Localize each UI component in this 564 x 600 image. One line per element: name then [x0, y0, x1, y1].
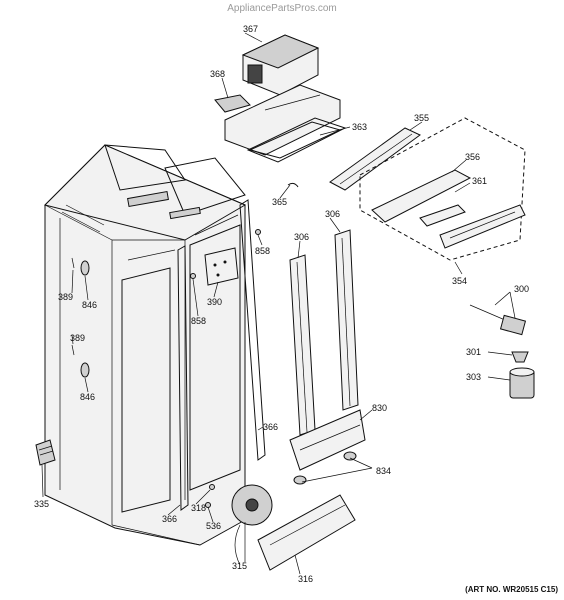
label-858-upper: 858 — [255, 246, 270, 256]
watermark: AppliancePartsPros.com — [227, 3, 337, 14]
part-300-harness — [469, 304, 527, 336]
leader-lines — [41, 32, 516, 575]
part-389-pins — [71, 257, 75, 356]
label-367: 367 — [243, 24, 258, 34]
part-335-grille — [35, 439, 56, 466]
part-368-bracket — [214, 94, 251, 113]
label-368: 368 — [210, 69, 225, 79]
part-306-left-frame — [289, 254, 316, 436]
part-390-plate — [204, 247, 239, 286]
label-363: 363 — [352, 122, 367, 132]
part-858-screws — [190, 229, 261, 279]
label-315: 315 — [232, 561, 247, 571]
label-354: 354 — [452, 276, 467, 286]
label-390: 390 — [207, 297, 222, 307]
part-367-duct — [241, 34, 320, 96]
label-306-right: 306 — [325, 209, 340, 219]
part-366-gasket-lower — [177, 245, 189, 511]
part-366-gasket-upper — [239, 199, 266, 461]
part-306-right-frame — [334, 229, 359, 411]
label-536: 536 — [206, 521, 221, 531]
label-318: 318 — [191, 503, 206, 513]
part-316-fan-cover — [257, 494, 356, 571]
label-335: 335 — [34, 499, 49, 509]
part-365-clip — [287, 182, 299, 188]
part-301-valve — [511, 351, 529, 363]
label-361: 361 — [472, 176, 487, 186]
part-303-motor — [509, 367, 535, 399]
label-356: 356 — [465, 152, 480, 162]
label-389-upper: 389 — [58, 292, 73, 302]
label-834: 834 — [376, 466, 391, 476]
part-846-caps — [80, 260, 90, 378]
label-389-lower: 389 — [70, 333, 85, 343]
label-306-left: 306 — [294, 232, 309, 242]
label-301: 301 — [466, 347, 481, 357]
label-858-lower: 858 — [191, 316, 206, 326]
label-303: 303 — [466, 372, 481, 382]
label-846-lower: 846 — [80, 392, 95, 402]
dispenser-assembly-group-354 — [359, 117, 526, 261]
label-355: 355 — [414, 113, 429, 123]
part-labels: 367 368 363 355 356 361 365 306 306 858 … — [34, 24, 529, 584]
part-830-bracket — [289, 409, 366, 471]
label-316: 316 — [298, 574, 313, 584]
label-366-upper: 366 — [263, 422, 278, 432]
label-366-lower: 366 — [162, 514, 177, 524]
part-363-evaporator-cover — [224, 84, 347, 163]
refrigerator-cabinet — [44, 144, 247, 546]
art-number: (ART NO. WR20515 C15) — [465, 585, 558, 594]
part-318-536-fasteners — [205, 484, 215, 508]
label-300: 300 — [514, 284, 529, 294]
label-846-upper: 846 — [82, 300, 97, 310]
label-365: 365 — [272, 197, 287, 207]
part-355-rail — [329, 127, 421, 191]
part-315-fan-motor — [231, 484, 273, 566]
label-830: 830 — [372, 403, 387, 413]
